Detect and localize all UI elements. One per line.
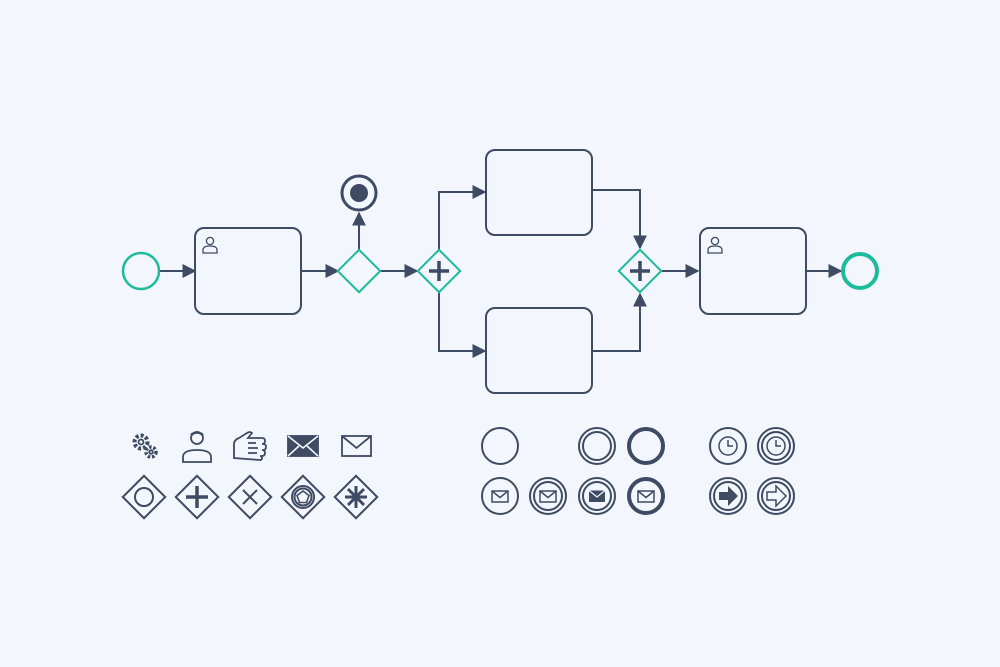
flow-split-to-top[interactable]	[438, 185, 487, 250]
envelope-filled-icon	[287, 435, 319, 457]
envelope-outline-icon	[491, 490, 509, 503]
clock-icon	[718, 436, 738, 456]
user-icon	[202, 236, 218, 254]
message-end-event	[627, 477, 665, 515]
sequence-flows	[160, 185, 843, 358]
end-event[interactable]	[841, 252, 879, 290]
complex-event-gateway	[280, 474, 326, 520]
plus-icon	[429, 261, 449, 281]
user-task-2[interactable]	[699, 227, 807, 315]
end-event-symbol	[627, 427, 665, 465]
complex-gateway	[333, 474, 379, 520]
legend-events	[481, 427, 665, 515]
arrow-filled-icon	[719, 486, 738, 506]
user-icon	[707, 236, 723, 254]
user-icon	[182, 431, 212, 463]
legend-gateways	[121, 474, 379, 520]
message-catch-event	[529, 477, 567, 515]
legend-timer-link	[709, 427, 795, 515]
x-icon	[242, 489, 258, 505]
envelope-outline-icon	[539, 490, 557, 503]
exclusive-gateway	[227, 474, 273, 520]
asterisk-icon	[345, 486, 367, 508]
message-throw-event	[578, 477, 616, 515]
timer-intermediate-event	[757, 427, 795, 465]
flow-split-to-bottom[interactable]	[438, 292, 487, 358]
legend-task-icons	[132, 431, 372, 463]
intermediate-event-symbol	[578, 427, 616, 465]
exclusive-gateway[interactable]	[336, 248, 382, 294]
start-event-symbol	[481, 427, 519, 465]
parallel-gateway-split[interactable]	[416, 248, 462, 294]
parallel-gateway	[174, 474, 220, 520]
parallel-gateway-join[interactable]	[617, 248, 663, 294]
gear-icon	[132, 433, 158, 459]
envelope-outline-icon	[637, 490, 655, 503]
link-catch-event	[757, 477, 795, 515]
flow-bottom-to-join[interactable]	[593, 292, 647, 352]
event-based-gateway	[121, 474, 167, 520]
clock-icon	[766, 436, 786, 456]
task-bottom[interactable]	[485, 307, 593, 394]
link-throw-event	[709, 477, 747, 515]
message-start-event	[481, 477, 519, 515]
envelope-outline-icon	[341, 435, 372, 457]
plus-icon	[186, 486, 208, 508]
flow-top-to-join[interactable]	[593, 189, 647, 250]
timer-start-event	[709, 427, 747, 465]
hand-icon	[233, 431, 267, 461]
arrow-outline-icon	[766, 484, 788, 508]
terminate-end-event[interactable]	[340, 174, 378, 212]
user-task-1[interactable]	[194, 227, 302, 315]
task-top[interactable]	[485, 149, 593, 236]
start-event[interactable]	[121, 251, 161, 291]
envelope-filled-icon	[588, 490, 606, 502]
plus-icon	[630, 261, 650, 281]
